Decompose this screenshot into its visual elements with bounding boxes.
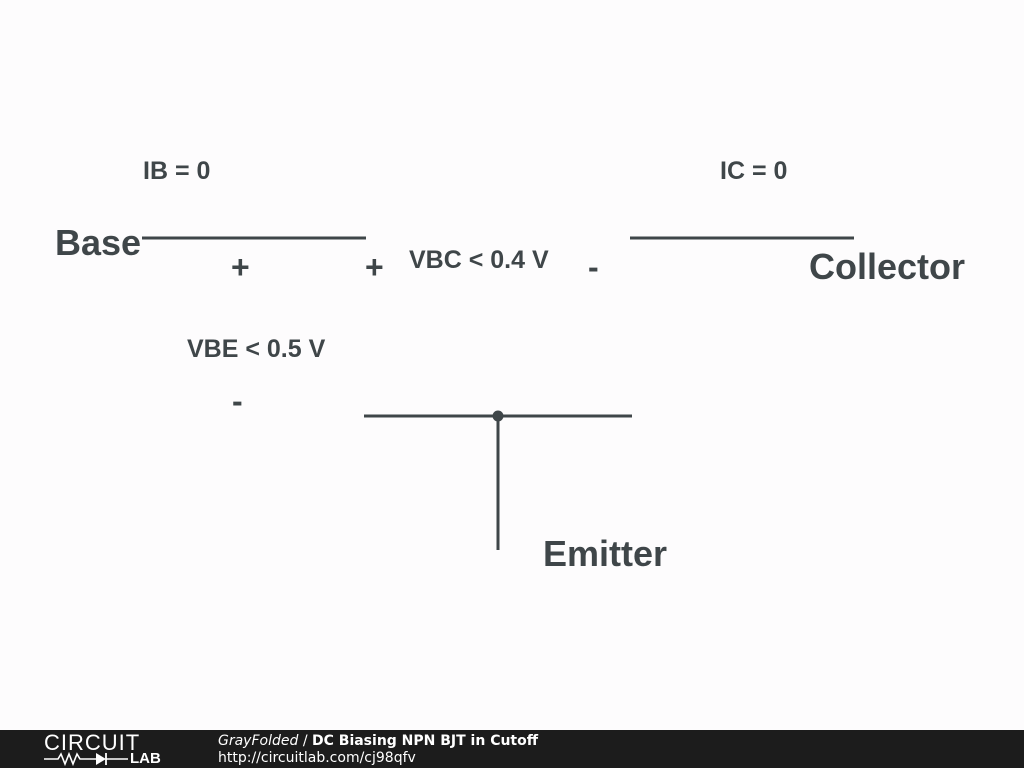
author-name[interactable]: GrayFolded [218, 733, 299, 749]
vbe-plus-sign: + [231, 249, 250, 285]
vbe-minus-sign: - [232, 383, 243, 419]
base-label: Base [55, 222, 142, 263]
vbc-plus-sign: + [365, 249, 384, 285]
schematic-wires [142, 236, 854, 550]
circuitlab-logo[interactable]: CIRCUIT LAB [44, 732, 176, 766]
circuit-url[interactable]: http://circuitlab.com/cj98qfv [218, 750, 416, 766]
resistor-diode-icon [44, 752, 128, 766]
circuit-title-line: GrayFolded / DC Biasing NPN BJT in Cutof… [218, 733, 538, 749]
collector-label: Collector [809, 246, 966, 287]
emitter-label: Emitter [543, 533, 668, 574]
ic-label: IC = 0 [720, 157, 788, 185]
logo-lab-text: LAB [130, 750, 161, 767]
vbc-label: VBC < 0.4 V [409, 246, 549, 274]
vbc-minus-sign: - [588, 249, 599, 285]
title-separator: / [298, 733, 312, 749]
ib-label: IB = 0 [143, 157, 211, 185]
circuit-title[interactable]: DC Biasing NPN BJT in Cutoff [312, 733, 539, 749]
footer-bar: CIRCUIT LAB GrayFolded / DC Biasing NPN … [0, 730, 1024, 768]
emitter-junction-dot [492, 410, 504, 422]
vbe-label: VBE < 0.5 V [187, 335, 326, 363]
logo-circuit-text: CIRCUIT [44, 730, 141, 755]
